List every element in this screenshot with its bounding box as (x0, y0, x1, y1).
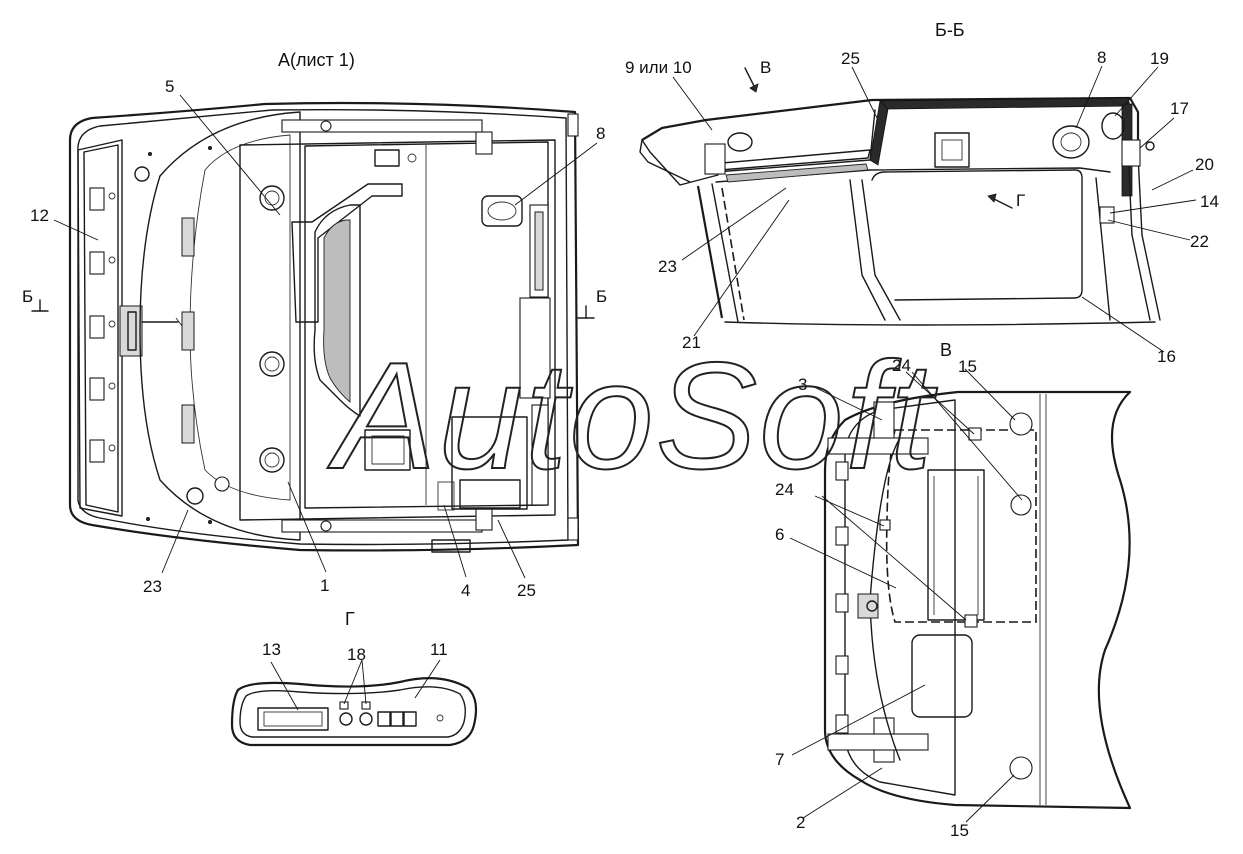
callout: 15 (950, 821, 969, 840)
callout: 8 (596, 124, 605, 143)
callout: 12 (30, 206, 49, 225)
section-mark-left: Б (22, 287, 33, 306)
title-view-v: В (940, 340, 952, 360)
callout: 21 (682, 333, 701, 352)
title-view-g: Г (345, 609, 355, 629)
callout: 15 (958, 357, 977, 376)
callout: 20 (1195, 155, 1214, 174)
callout: 6 (775, 525, 784, 544)
callout: 16 (1157, 347, 1176, 366)
callout: 14 (1200, 192, 1219, 211)
callout: 17 (1170, 99, 1189, 118)
callout: 9 или 10 (625, 58, 692, 77)
callout: 23 (658, 257, 677, 276)
title-view-bb: Б-Б (935, 20, 965, 40)
callout: 1 (320, 576, 329, 595)
labels: А(лист 1) Б-Б В Г Б Б В Г 5 8 12 23 1 4 … (22, 20, 1219, 840)
callout: 7 (775, 750, 784, 769)
view-g-drawing (230, 677, 478, 747)
section-mark-right: Б (596, 287, 607, 306)
callout: 22 (1190, 232, 1209, 251)
callout: 8 (1097, 48, 1106, 67)
lamp-group-v (835, 461, 849, 734)
view-bb-drawing (639, 96, 1161, 326)
callout: 13 (262, 640, 281, 659)
callout: 19 (1150, 49, 1169, 68)
callout: 24 (892, 356, 911, 375)
callout: 18 (347, 645, 366, 664)
section-marks (31, 67, 1013, 319)
callout: 2 (796, 813, 805, 832)
callout: 11 (430, 640, 448, 659)
view-arrow-v-label: В (760, 58, 771, 77)
leader-lines (53, 65, 1197, 823)
view-a-drawing (68, 101, 580, 553)
watermark: AutoSoft (327, 331, 938, 501)
callout: 24 (775, 480, 794, 499)
callout: 5 (165, 77, 174, 96)
callout: 3 (798, 375, 807, 394)
lamp-group (89, 187, 116, 463)
callout: 25 (517, 581, 536, 600)
view-arrow-g-label: Г (1016, 191, 1025, 210)
callout: 4 (461, 581, 470, 600)
title-view-a: А(лист 1) (278, 50, 355, 70)
view-v-drawing (823, 390, 1132, 810)
callout: 23 (143, 577, 162, 596)
callout: 25 (841, 49, 860, 68)
